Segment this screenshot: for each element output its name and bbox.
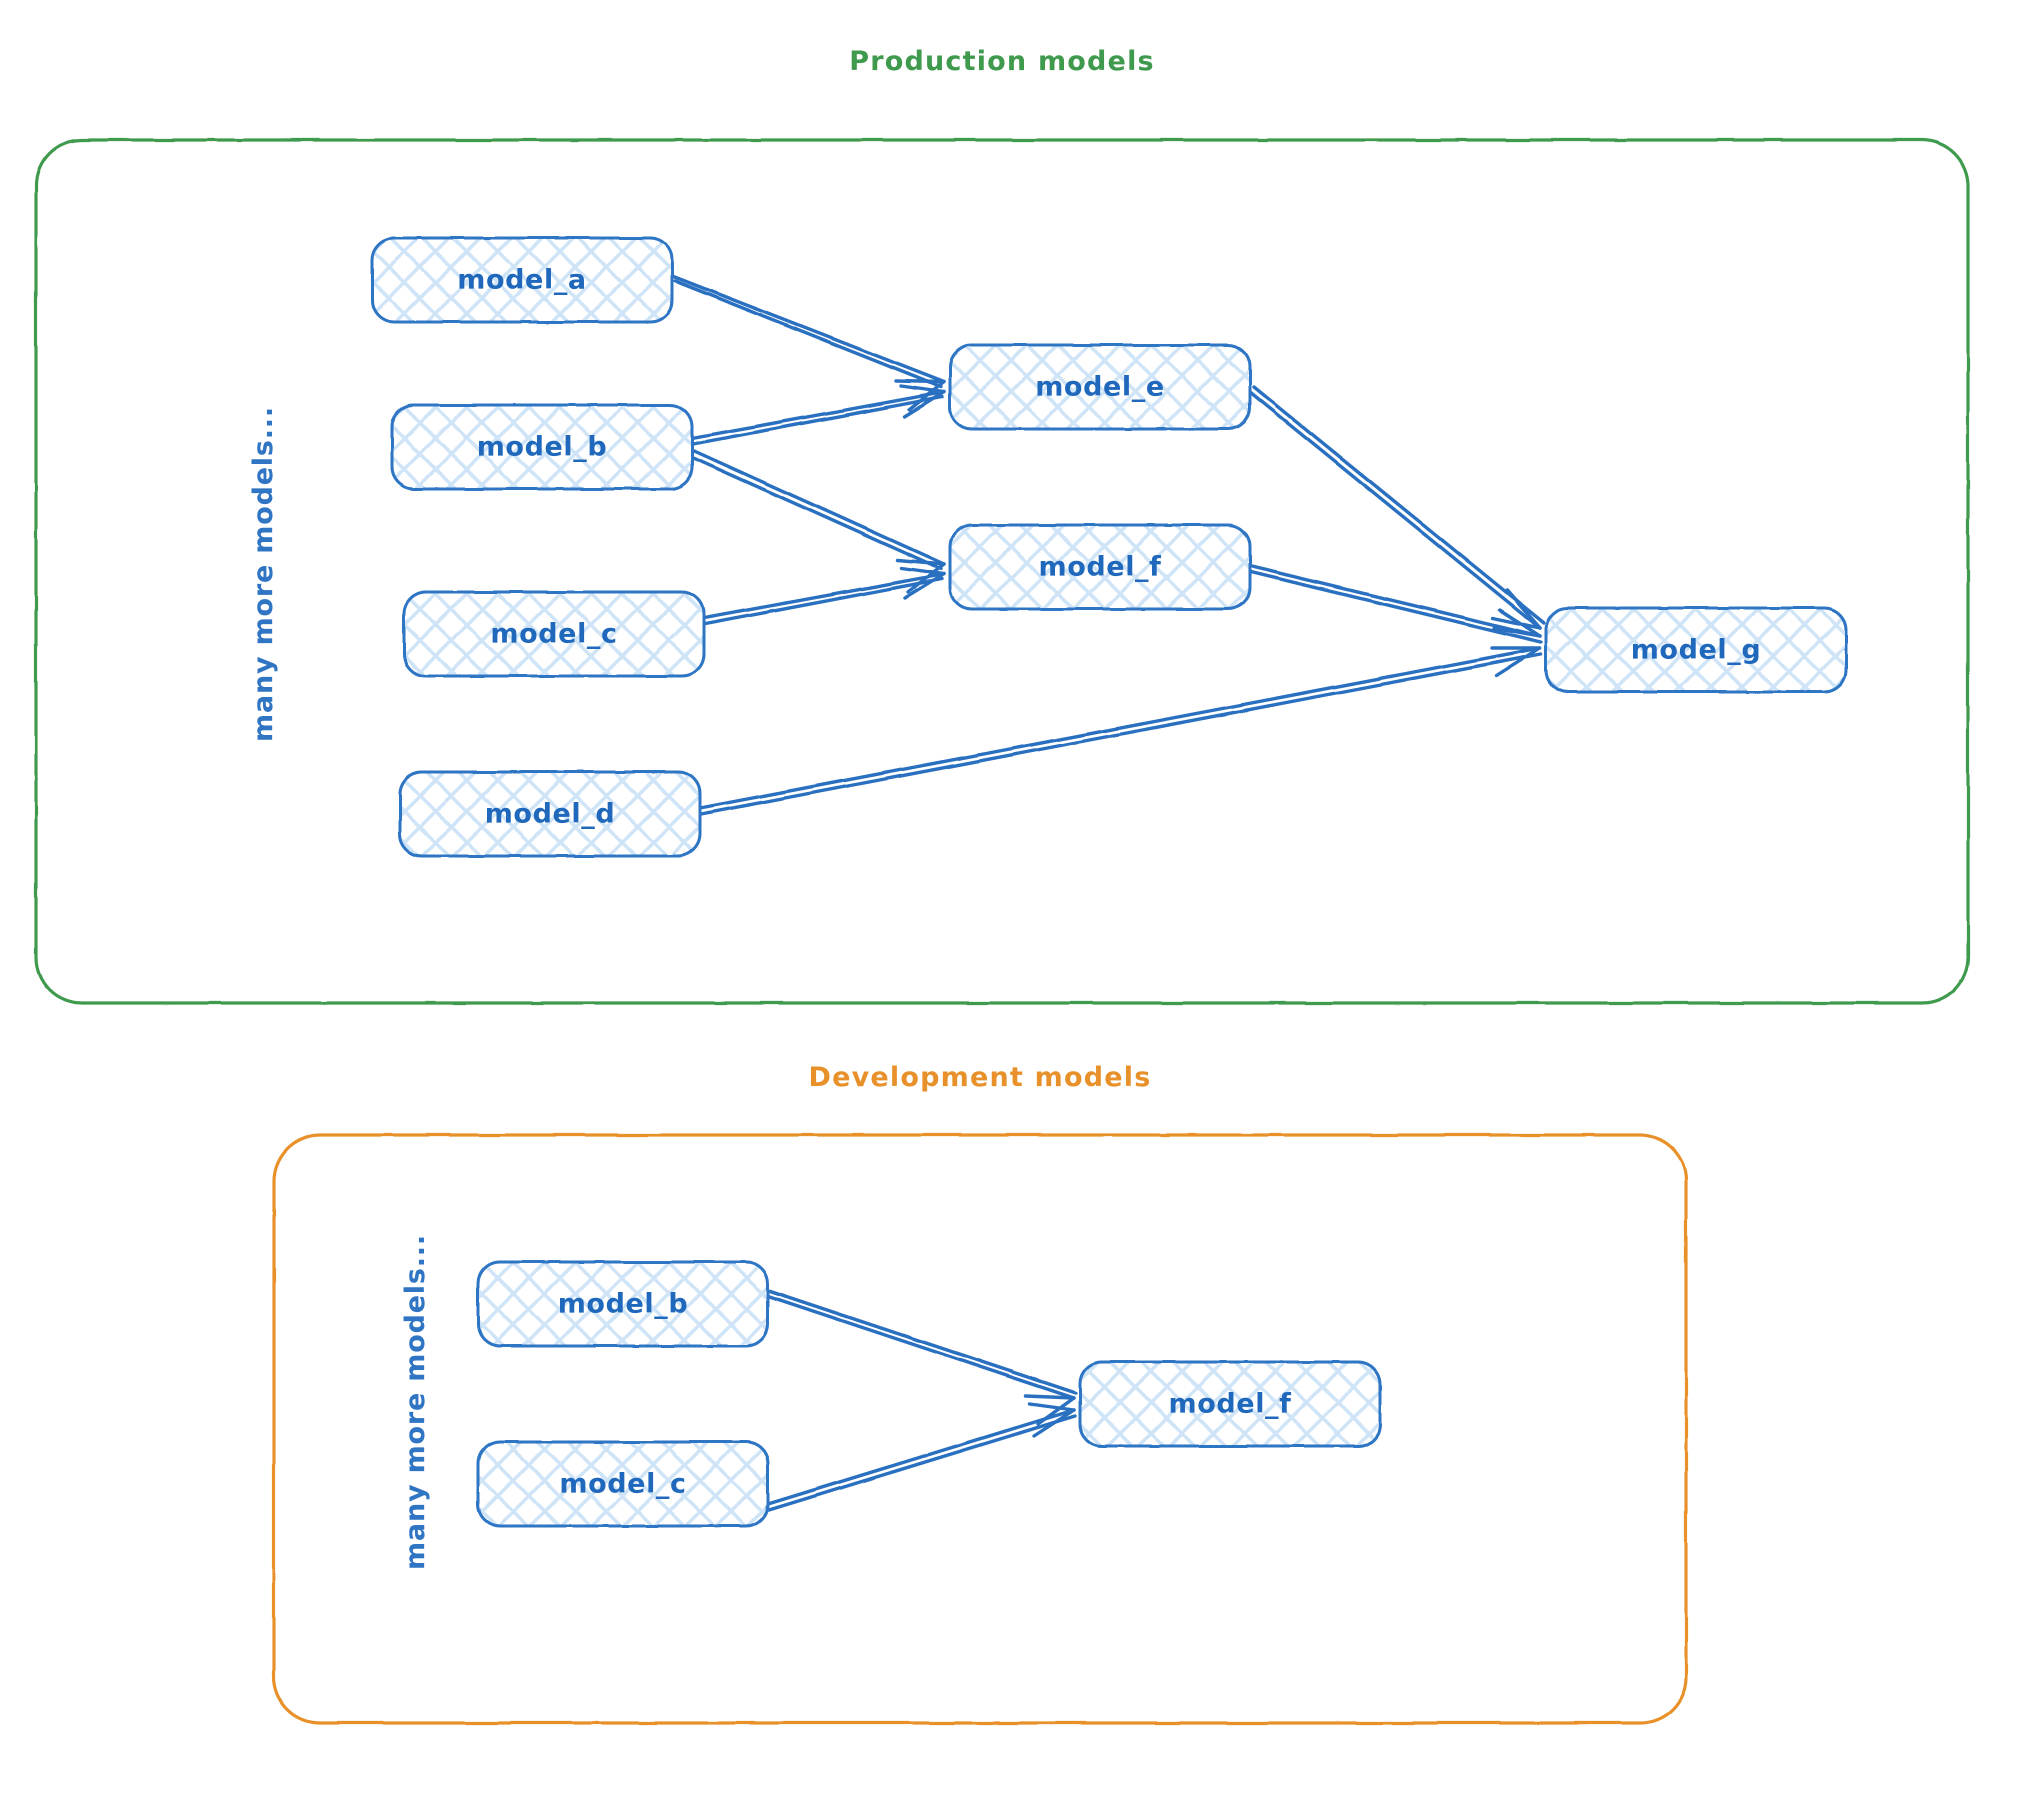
node-box-prod-model-f[interactable]	[948, 523, 1252, 611]
edge-layer	[670, 274, 1546, 1512]
edge-model-d-to-model-g	[698, 646, 1543, 816]
group-container-production	[34, 138, 1970, 1005]
edge-dev-model-c-to-model-f	[766, 1402, 1077, 1512]
group-title-production: Production models	[849, 46, 1155, 77]
side-note-development: many more models...	[400, 1234, 431, 1570]
node-box-dev-model-f[interactable]	[1078, 1360, 1382, 1448]
node-box-prod-model-d[interactable]	[398, 770, 702, 858]
edge-model-a-to-model-e	[670, 274, 946, 412]
edge-model-b-to-model-f	[687, 448, 946, 594]
edge-model-c-to-model-f	[702, 566, 946, 626]
node-box-layer	[370, 236, 1848, 1528]
group-container-development	[272, 1133, 1688, 1725]
node-box-prod-model-g[interactable]	[1544, 606, 1848, 694]
group-title-development: Development models	[808, 1062, 1152, 1093]
node-box-dev-model-c[interactable]	[476, 1440, 770, 1528]
node-box-prod-model-b[interactable]	[390, 403, 694, 491]
node-box-prod-model-e[interactable]	[948, 343, 1252, 431]
side-note-production: many more models...	[248, 406, 279, 742]
node-box-prod-model-a[interactable]	[370, 236, 674, 324]
edge-model-f-to-model-g	[1248, 564, 1543, 644]
edge-model-b-to-model-e	[690, 384, 946, 446]
node-box-prod-model-c[interactable]	[402, 590, 706, 678]
node-box-dev-model-b[interactable]	[476, 1260, 770, 1348]
edge-model-e-to-model-g	[1248, 385, 1546, 630]
